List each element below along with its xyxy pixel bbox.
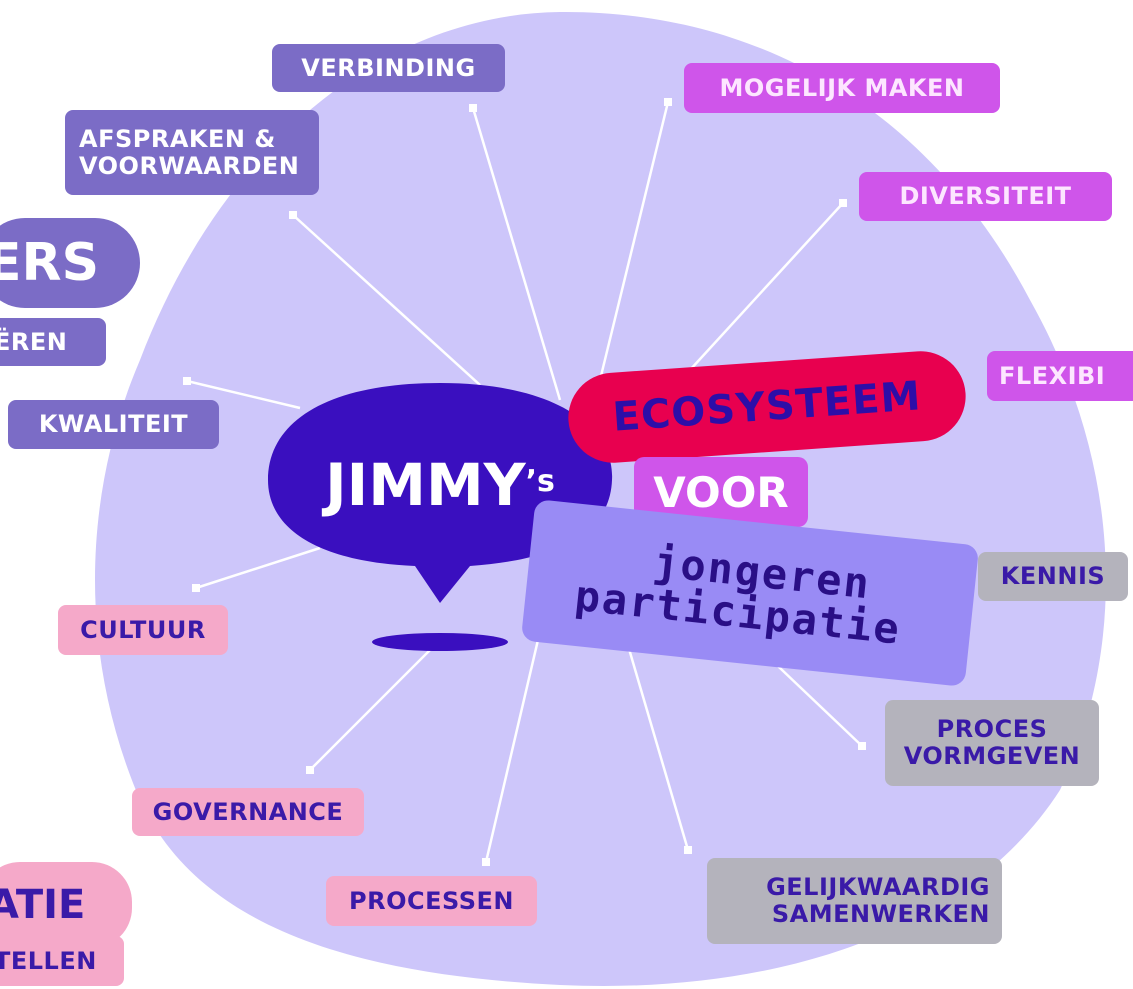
partial-tellen-text: TELLEN <box>0 946 97 975</box>
node-diversiteit-label: DIVERSITEIT <box>899 182 1072 211</box>
jimmys-title-suffix: ’s <box>525 463 555 499</box>
node-afspraken-line1: AFSPRAKEN & <box>79 124 276 153</box>
connector-gelijkwaardig <box>620 624 690 851</box>
connector-processen <box>484 609 547 863</box>
partial-label-atie: ATIE <box>0 862 132 948</box>
node-verbinding: VERBINDING <box>272 44 505 92</box>
node-proces-line2: VORMGEVEN <box>903 742 1081 770</box>
node-cultuur-label: CULTUUR <box>80 615 206 644</box>
partial-label-tellen: TELLEN <box>0 936 124 986</box>
node-kwaliteit-label: KWALITEIT <box>38 410 189 439</box>
partial-atie-text: ATIE <box>0 881 86 928</box>
node-kwaliteit: KWALITEIT <box>8 400 219 449</box>
connector-diversiteit <box>689 202 844 371</box>
connector-mogelijk <box>598 101 670 381</box>
connector-afspraken <box>292 214 481 386</box>
node-diversiteit: DIVERSITEIT <box>859 172 1112 221</box>
jimmys-title: JIMMY’s <box>270 440 610 530</box>
partial-label-ers: ERS <box>0 218 140 308</box>
node-cultuur: CULTUUR <box>58 605 228 655</box>
node-governance-label: GOVERNANCE <box>152 797 344 826</box>
node-processen: PROCESSEN <box>326 876 537 926</box>
node-gelijkwaardig-samenwerken: GELIJKWAARDIG SAMENWERKEN <box>707 858 1002 944</box>
node-kennis-label: KENNIS <box>1000 562 1106 591</box>
partial-ers-text: ERS <box>0 232 100 293</box>
connector-kwaliteit <box>186 379 301 410</box>
node-afspraken-voorwaarden: AFSPRAKEN & VOORWAARDEN <box>65 110 319 195</box>
connector-governance <box>309 649 431 771</box>
node-afspraken-line2: VOORWAARDEN <box>79 151 300 180</box>
node-proces-vormgeven: PROCES VORMGEVEN <box>885 700 1099 786</box>
node-flexibi-label: FLEXIBI <box>999 361 1106 390</box>
node-governance: GOVERNANCE <box>132 788 364 836</box>
node-proces-line1: PROCES <box>936 715 1048 744</box>
node-flexibiliteit: FLEXIBI <box>987 351 1133 401</box>
speech-bubble <box>268 383 613 603</box>
jimmys-title-main: JIMMY <box>325 451 526 519</box>
partial-eeren-text: ËREN <box>0 327 68 356</box>
node-mogelijk-maken-label: MOGELIJK MAKEN <box>719 73 965 102</box>
node-mogelijk-maken: MOGELIJK MAKEN <box>684 63 1000 113</box>
node-verbinding-label: VERBINDING <box>301 53 476 82</box>
connector-verbinding <box>471 107 562 401</box>
node-gelijkwaardig-line1: GELIJKWAARDIG <box>766 873 990 902</box>
partial-label-eeren: ËREN <box>0 318 106 366</box>
node-gelijkwaardig-line2: SAMENWERKEN <box>771 900 990 928</box>
speech-bubble-shadow <box>372 633 508 651</box>
node-kennis: KENNIS <box>978 552 1128 601</box>
node-processen-label: PROCESSEN <box>349 886 514 915</box>
connector-cultuur <box>195 546 321 590</box>
